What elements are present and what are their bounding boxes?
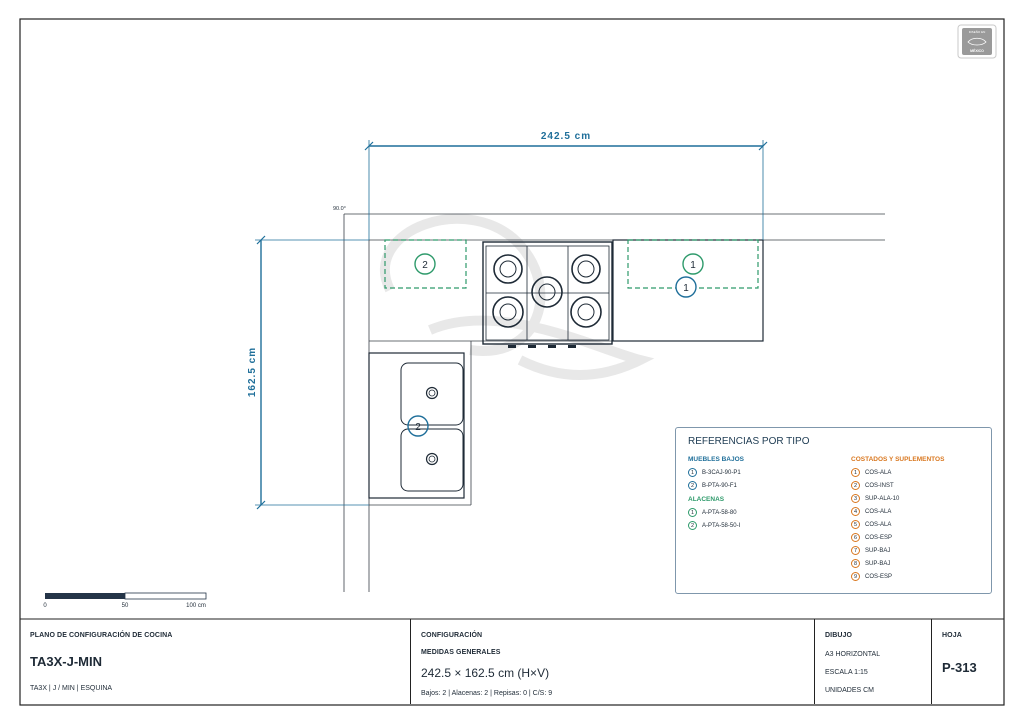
svg-text:MÉXICO: MÉXICO: [970, 48, 984, 53]
base-cabinet-sink: [368, 352, 465, 499]
config-subheading: MEDIDAS GENERALES: [421, 649, 501, 656]
config-counts: Bajos: 2 | Alacenas: 2 | Repisas: 0 | C/…: [421, 690, 553, 697]
dibujo-heading: DIBUJO: [825, 632, 853, 639]
dibujo-units: UNIDADES CM: [825, 687, 875, 694]
marker-bajo-right: 1: [675, 276, 697, 298]
scale-tick-0: 0: [43, 603, 47, 609]
title-block-config: CONFIGURACIÓN MEDIDAS GENERALES 242.5 × …: [410, 619, 814, 704]
marker-alacena-left: 2: [414, 253, 436, 275]
badge-emblem-icon: [967, 37, 987, 46]
wall-cabinet-left: [384, 239, 467, 289]
dibujo-format: A3 HORIZONTAL: [825, 651, 881, 658]
svg-text:DISEÑO EN: DISEÑO EN: [969, 29, 986, 34]
scale-tick-50: 50: [122, 603, 129, 609]
scale-tick-100: 100 cm: [186, 603, 206, 609]
angle-label: 90.0°: [333, 206, 346, 212]
kitchen-code: TA3X-J-MIN: [30, 654, 102, 669]
height-dimension-label: 162.5 cm: [247, 347, 258, 397]
watermark-logo: [379, 213, 655, 380]
legend-heading-costados: COSTADOS Y SUPLEMENTOS: [851, 456, 945, 463]
title-block-hoja: HOJA P-313: [931, 619, 1004, 704]
svg-text:1: 1: [690, 260, 696, 271]
kitchen-meta: TA3X | J / MIN | ESQUINA: [30, 685, 113, 692]
sheet-number: P-313: [942, 660, 977, 675]
title-block-dibujo: DIBUJO A3 HORIZONTAL ESCALA 1:15 UNIDADE…: [814, 619, 931, 704]
svg-text:2: 2: [422, 260, 428, 271]
title-block-plano: PLANO DE CONFIGURACIÓN DE COCINA TA3X-J-…: [20, 619, 410, 704]
config-dimensions: 242.5 × 162.5 cm (H×V): [421, 666, 550, 680]
height-dimension: [255, 235, 369, 510]
plano-heading: PLANO DE CONFIGURACIÓN DE COCINA: [30, 632, 173, 639]
config-heading: CONFIGURACIÓN: [421, 632, 483, 639]
sheet-frame: [19, 18, 1005, 706]
marker-bajo-sink: 2: [407, 415, 429, 437]
dibujo-scale: ESCALA 1:15: [825, 669, 868, 676]
marker-alacena-right: 1: [682, 253, 704, 275]
sink: [400, 362, 464, 492]
legend-heading-alacenas: ALACENAS: [688, 496, 725, 503]
hoja-heading: HOJA: [942, 632, 962, 639]
width-dimension: [364, 140, 768, 240]
width-dimension-label: 242.5 cm: [541, 131, 591, 142]
svg-text:1: 1: [683, 283, 689, 294]
legend-heading-muebles-bajos: MUEBLES BAJOS: [688, 456, 744, 463]
stove: [482, 241, 613, 348]
legend-title: REFERENCIAS POR TIPO: [688, 436, 810, 447]
scale-bar: 0 50 100 cm: [43, 592, 207, 609]
design-badge: DISEÑO EN MÉXICO: [957, 24, 997, 59]
svg-text:2: 2: [415, 422, 421, 433]
